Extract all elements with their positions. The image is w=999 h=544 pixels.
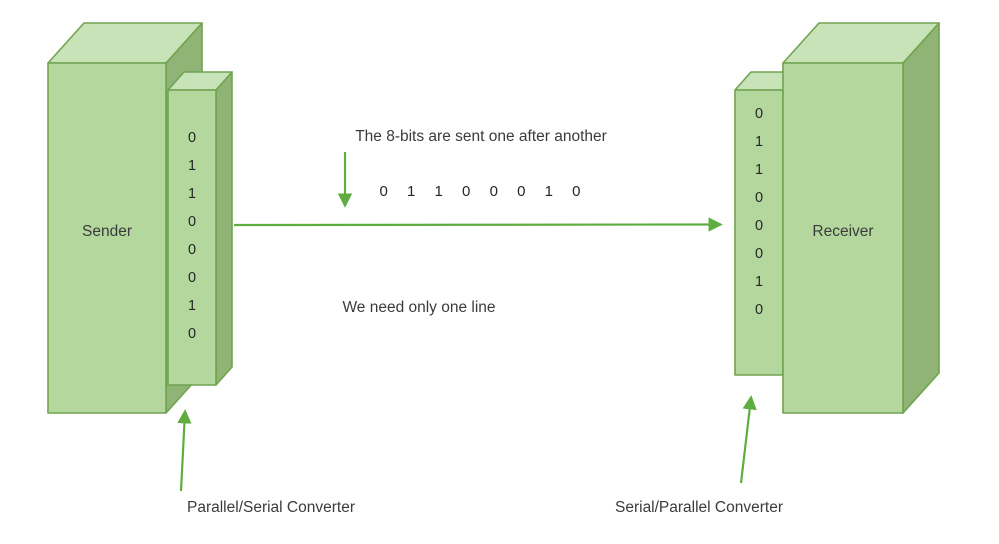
receiver-box-front-face	[782, 62, 904, 414]
sender-box-front-face	[47, 62, 167, 414]
parallel-serial-converter-bits: 0 1 1 0 0 0 1 0	[187, 130, 197, 342]
transmission-line-arrow	[233, 217, 723, 232]
caption-bits-sent: The 8-bits are sent one after another	[355, 128, 607, 145]
parallel-serial-converter-side-face	[215, 71, 233, 386]
parallel-serial-converter-label: Parallel/Serial Converter	[187, 499, 355, 516]
parallel-serial-converter-box	[167, 71, 233, 386]
receiver-box	[782, 22, 940, 414]
serial-bit-stream: 0 1 1 0 0 0 1 0	[379, 183, 581, 200]
left-converter-pointer-arrow	[177, 409, 192, 492]
receiver-label: Receiver	[812, 223, 874, 240]
parallel-serial-converter-front-face	[167, 89, 217, 386]
serial-parallel-converter-bits: 0 1 1 0 0 0 1 0	[754, 106, 764, 318]
sender-label: Sender	[82, 223, 132, 240]
serial-parallel-converter-label: Serial/Parallel Converter	[615, 499, 783, 516]
receiver-box-side-face	[902, 22, 940, 414]
caption-one-line: We need only one line	[342, 299, 496, 316]
right-converter-pointer-arrow	[739, 395, 757, 484]
